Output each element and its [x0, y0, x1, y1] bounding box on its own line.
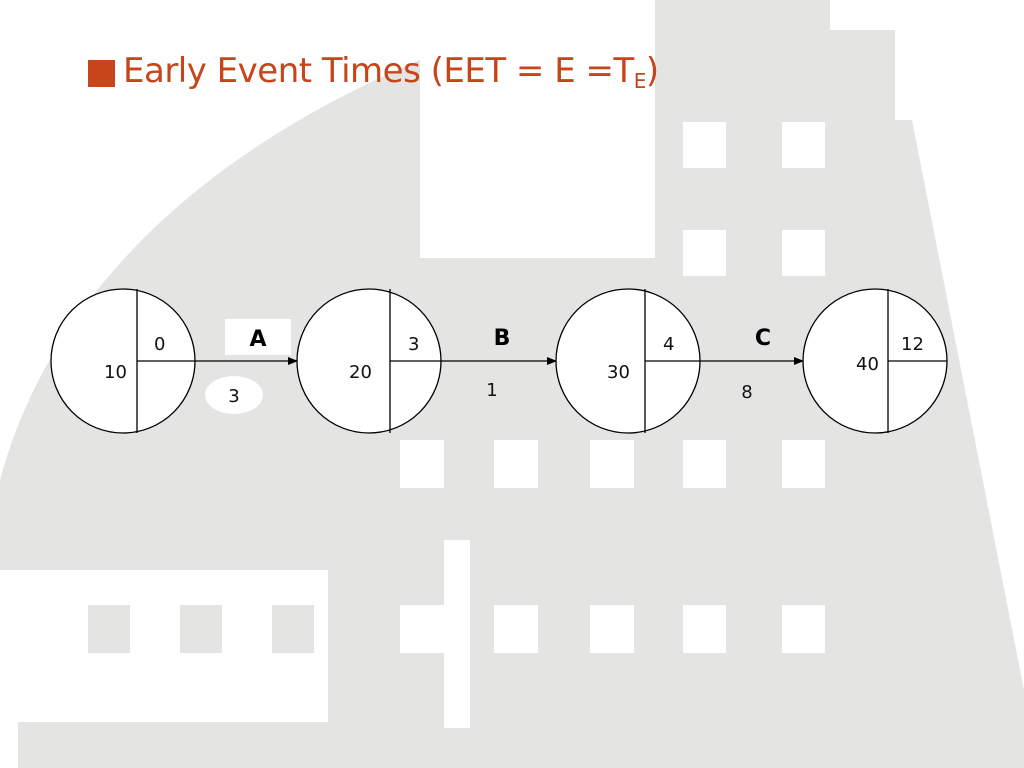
bg-ground-strip	[18, 722, 1024, 768]
title-subscript: E	[633, 69, 647, 93]
bg-window	[400, 605, 444, 653]
bg-window	[590, 605, 634, 653]
bg-gap	[444, 540, 470, 728]
bg-window	[494, 440, 538, 488]
activity-name-box	[225, 319, 291, 355]
node-eet-label: 4	[663, 334, 674, 355]
activity-duration-label: 3	[228, 386, 239, 407]
bg-block	[88, 605, 130, 653]
activity-duration-oval	[205, 376, 263, 414]
bg-window	[683, 230, 726, 276]
node-eet-label: 12	[901, 334, 924, 355]
node-10: 10 0	[50, 288, 196, 434]
title-text: Early Event Times (EET = E =TE)	[123, 51, 659, 93]
node-id-label: 40	[856, 354, 879, 375]
node-20: 20 3	[296, 288, 442, 434]
page-title: Early Event Times (EET = E =TE)	[88, 48, 659, 96]
bg-window	[782, 230, 825, 276]
node-eet-label: 3	[408, 334, 419, 355]
activity-duration-label: 1	[486, 380, 497, 401]
node-40: 40 12	[802, 288, 948, 434]
activity-name-label: B	[494, 326, 511, 351]
activity-name-label: A	[249, 327, 266, 352]
node-30: 30 4	[555, 288, 701, 434]
bg-window	[683, 122, 726, 168]
activity-duration-label: 8	[741, 382, 752, 403]
activity-name-label: C	[755, 326, 771, 351]
node-id-label: 30	[607, 362, 630, 383]
node-id-label: 20	[349, 362, 372, 383]
bg-block	[272, 605, 314, 653]
title-bullet-icon	[88, 59, 115, 87]
bg-window	[683, 605, 726, 653]
title-main: Early Event Times (EET = E =T	[123, 51, 634, 91]
bg-window	[782, 605, 825, 653]
bg-window	[683, 440, 726, 488]
bg-window	[494, 605, 538, 653]
bg-block	[180, 605, 222, 653]
bg-window	[782, 440, 825, 488]
activity-a: A 3	[195, 319, 298, 414]
bg-window	[590, 440, 634, 488]
bg-window	[400, 440, 444, 488]
node-eet-label: 0	[154, 334, 165, 355]
activity-b: B 1	[441, 326, 557, 401]
activity-c: C 8	[700, 326, 804, 403]
node-id-label: 10	[104, 362, 127, 383]
title-close: )	[645, 51, 659, 91]
bg-window	[782, 122, 825, 168]
